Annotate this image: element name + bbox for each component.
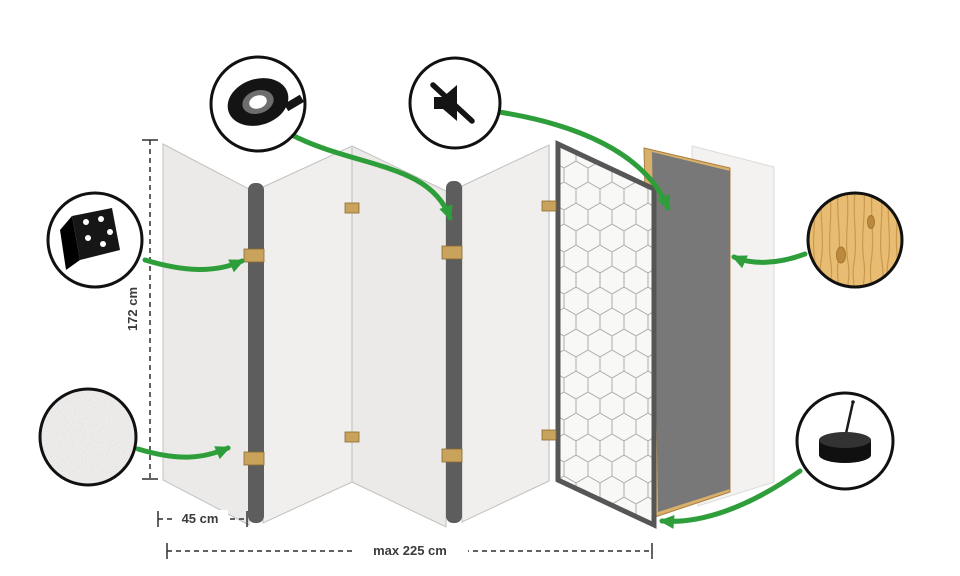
hinge-fold2-top (441, 245, 463, 260)
max-width-label: max 225 cm (373, 543, 447, 558)
feature-texture (38, 387, 138, 487)
panel-width-label: 45 cm (182, 511, 219, 526)
arrow-tape (287, 131, 453, 221)
feature-felt-pad (795, 391, 895, 491)
wood-circle-border (806, 191, 904, 289)
texture-circle-border (38, 387, 138, 487)
max-width-label-bg (352, 542, 468, 559)
core-dark-face (652, 152, 730, 512)
arrow-texture (135, 445, 231, 460)
arrow-hinge (142, 257, 245, 273)
wood-frame-layer (643, 147, 731, 519)
folding-panels (162, 143, 557, 528)
hinge-icon (60, 208, 120, 270)
height-label: 172 cm (125, 287, 140, 331)
feature-wood (806, 191, 904, 289)
sound-mute-icon (430, 82, 475, 124)
panel-1 (162, 143, 250, 526)
hinge-fold1-bottom (243, 451, 265, 466)
feature-hinge (46, 191, 144, 289)
panel-3 (351, 145, 447, 528)
hinge-fold1-top (243, 248, 265, 263)
felt-pad-foot-icon (819, 400, 871, 463)
adhesive-tape-icon (227, 78, 305, 126)
nonwoven-texture-icon (40, 389, 136, 485)
panel-hinges (243, 200, 557, 466)
pattern-face (555, 140, 657, 529)
dimensions (142, 139, 653, 559)
hinge-seam1-top (344, 202, 360, 214)
hinge-seam1-bottom (344, 431, 360, 443)
hinge-fold2-bottom (441, 448, 463, 463)
panel-4 (461, 144, 550, 523)
arrow-mute (496, 109, 671, 211)
hinge-seam2-bottom (541, 429, 557, 441)
hinge-seam2-top (541, 200, 557, 212)
fold-edge-1 (248, 183, 264, 523)
panel-width-label-bg (172, 510, 228, 527)
feature-mute (408, 56, 502, 150)
callout-arrows (135, 109, 808, 529)
patterned-panel (555, 140, 657, 529)
panel-2 (262, 145, 353, 524)
arrow-wood (731, 251, 808, 269)
fold-edge-2 (446, 181, 462, 523)
feature-tape (209, 55, 307, 153)
arrow-felt-pad (659, 468, 803, 529)
